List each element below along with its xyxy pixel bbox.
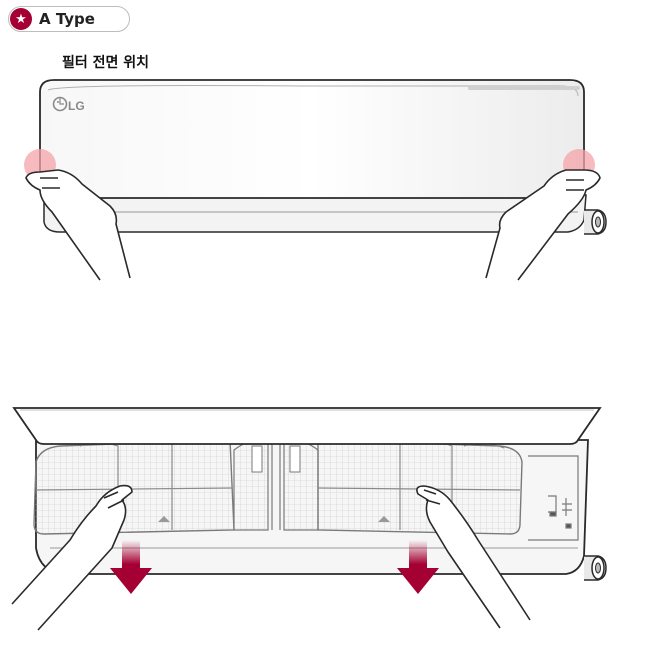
indoor-unit-bottom bbox=[11, 407, 607, 631]
raised-front-panel bbox=[12, 407, 602, 445]
right-hand bbox=[485, 169, 601, 281]
center-grille bbox=[233, 440, 319, 531]
left-hand-filter bbox=[11, 484, 133, 631]
badge-label: A Type bbox=[39, 10, 95, 28]
type-badge: ★ A Type bbox=[8, 6, 130, 32]
brand-logo-text: LG bbox=[68, 99, 85, 113]
left-hand bbox=[25, 169, 131, 281]
filter-left bbox=[33, 437, 235, 535]
right-hand-filter bbox=[416, 485, 531, 629]
arrow-down-icon bbox=[110, 540, 439, 594]
star-icon: ★ bbox=[10, 8, 32, 30]
front-panel bbox=[39, 79, 585, 199]
lg-logo bbox=[52, 96, 68, 112]
indoor-unit-top bbox=[24, 79, 607, 281]
unit-internals bbox=[528, 455, 579, 541]
step-caption: 필터 전면 위치 bbox=[62, 55, 150, 71]
